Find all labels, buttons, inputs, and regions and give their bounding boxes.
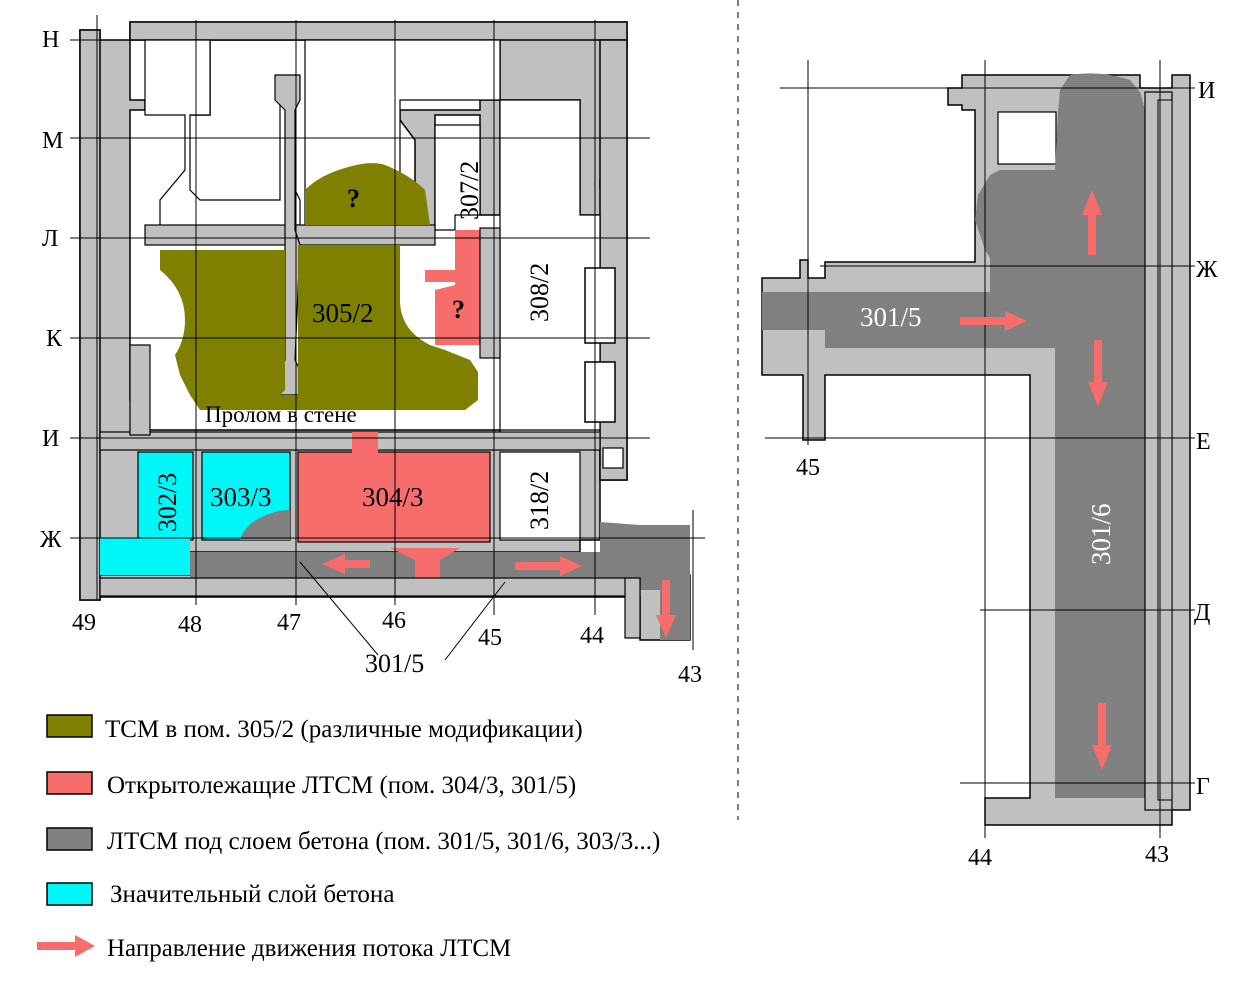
right-row-label-d: Д <box>1194 600 1210 626</box>
wall-right-stub <box>624 577 641 639</box>
question-mark-room: ? <box>452 295 465 324</box>
right-col-label-44: 44 <box>968 845 992 871</box>
ltsm-room-question <box>435 230 480 345</box>
ltsm-corridor-301-5 <box>190 522 690 640</box>
legend-label-cyan: Значительный слой бетона <box>110 881 394 908</box>
corridor-label-301-5: 301/5 <box>365 649 424 678</box>
wall-top-band <box>129 21 628 41</box>
right-room-white-top <box>997 111 1057 165</box>
legend-label-dark-grey: ЛТСМ под слоем бетона (пом. 301/5, 301/6… <box>107 828 660 855</box>
flow-arrow-down-upper <box>1088 340 1108 406</box>
window-lower <box>584 361 616 423</box>
right-row-label-g: Г <box>1196 774 1210 800</box>
legend-label-olive: ТСМ в пом. 305/2 (различные модификации) <box>105 716 583 743</box>
right-room-label-301-5: 301/5 <box>860 302 922 332</box>
flow-arrow-down <box>656 580 676 638</box>
right-plan <box>761 60 1195 838</box>
room-label-305: 305/2 <box>312 298 374 328</box>
col-label-45: 45 <box>478 625 502 651</box>
legend-swatch-cyan <box>46 882 93 906</box>
flow-arrow-down-lower <box>1092 703 1112 770</box>
flow-arrow-left <box>322 554 370 574</box>
legend-arrow-icon <box>37 935 95 957</box>
right-row-label-e: Е <box>1196 429 1211 455</box>
wall-k-left <box>129 344 151 436</box>
right-room-label-301-6: 301/6 <box>1086 503 1116 565</box>
legend-label-salmon: Открытолежащие ЛТСМ (пом. 304/3, 301/5) <box>107 772 576 799</box>
left-plan <box>70 15 705 661</box>
ltsm-301-6 <box>762 73 1145 799</box>
room-label-308: 308/2 <box>525 263 554 322</box>
col-label-48: 48 <box>178 612 202 638</box>
legend-label-arrow: Направление движения потока ЛТСМ <box>107 935 511 962</box>
wall-i-band <box>99 431 601 451</box>
ltsm-leak-bar <box>425 270 455 282</box>
room-label-307: 307/2 <box>455 161 484 220</box>
ltsm-corridor-salmon <box>390 548 460 578</box>
left-flow-arrows <box>322 554 676 638</box>
ltsm-breach-plug <box>352 432 378 454</box>
right-wall-strip-edge <box>1157 99 1173 801</box>
room-label-303: 303/3 <box>210 482 272 512</box>
wall-bottom-left <box>99 577 641 597</box>
row-label-zh: Ж <box>40 527 62 553</box>
flow-arrow-right <box>515 556 582 576</box>
row-label-l: Л <box>42 226 58 252</box>
legend-swatch-salmon <box>46 771 93 795</box>
window-upper <box>584 267 616 344</box>
row-label-k: К <box>46 326 63 352</box>
ltsm-303-dark <box>240 510 290 540</box>
room-cyan-left <box>100 538 190 575</box>
right-row-label-i: И <box>1198 78 1215 104</box>
legend: ТСМ в пом. 305/2 (различные модификации)… <box>37 714 660 962</box>
col-label-46: 46 <box>382 608 406 634</box>
row-label-i: И <box>42 426 59 452</box>
wall-307-right <box>479 227 501 359</box>
right-col-label-45: 45 <box>796 455 820 481</box>
col-label-49: 49 <box>72 610 96 636</box>
room-304-salmon <box>297 451 491 543</box>
room-label-304: 304/3 <box>362 482 424 512</box>
wall-left-edge <box>79 29 101 601</box>
tsm-upper-blob <box>305 163 430 225</box>
window-notch <box>602 447 624 469</box>
row-label-n: Н <box>42 27 59 53</box>
right-row-label-zh: Ж <box>1196 257 1218 283</box>
legend-swatch-dark-grey <box>46 827 93 851</box>
room-label-318: 318/2 <box>525 471 554 530</box>
tsm-main-area <box>160 245 478 410</box>
room-318-white <box>499 451 581 541</box>
left-grid <box>70 15 705 650</box>
breach-label: Пролом в стене <box>205 402 357 427</box>
flow-arrow-right-301-5 <box>960 311 1027 331</box>
right-col-label-43: 43 <box>1145 842 1169 868</box>
room-label-302: 302/3 <box>153 473 182 532</box>
right-flow-arrows <box>960 190 1112 770</box>
legend-swatch-olive <box>46 714 93 738</box>
col-label-47: 47 <box>277 610 301 636</box>
room-upper-left-white <box>144 39 301 236</box>
flow-arrow-up <box>1082 190 1102 255</box>
question-mark-upper: ? <box>347 184 360 213</box>
col-label-43: 43 <box>678 662 702 688</box>
right-grid <box>765 60 1195 838</box>
col-label-44: 44 <box>580 623 604 649</box>
row-label-m: М <box>42 128 63 154</box>
